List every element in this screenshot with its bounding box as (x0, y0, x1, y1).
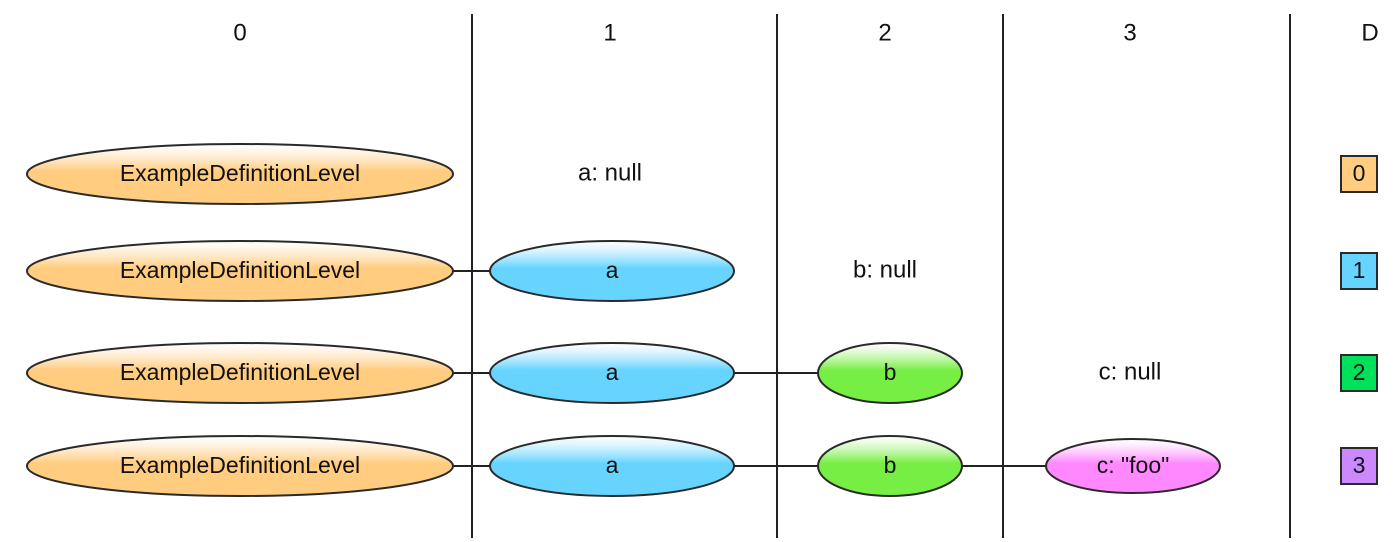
column-header-0: 0 (233, 19, 246, 46)
root-node-row-1: ExampleDefinitionLevel (26, 240, 454, 302)
definition-level-boxes: 0 1 2 3 (1340, 155, 1378, 485)
definition-level-value: 1 (1353, 257, 1366, 283)
node-row-1-col-1: a (489, 240, 735, 302)
node-label: b (884, 452, 897, 478)
root-node-label: ExampleDefinitionLevel (120, 160, 360, 186)
root-node-shape (26, 240, 454, 302)
definition-level-box-shape (1340, 447, 1378, 485)
node-shape (817, 342, 963, 404)
connectors (451, 270, 1048, 467)
node-shape (489, 342, 735, 404)
node-label: a (606, 359, 619, 385)
node-label: c: "foo" (1097, 452, 1170, 478)
root-node-shape (26, 342, 454, 404)
column-header-2: 2 (878, 19, 891, 46)
node-row-2-col-2: b (817, 342, 963, 404)
node-row-3-col-3: c: "foo" (1045, 438, 1221, 494)
definition-level-box-shape (1340, 155, 1378, 193)
null-label-row-0: a: null (578, 159, 642, 186)
column-header-4: D (1361, 19, 1378, 46)
null-labels: a: null b: null c: null (578, 159, 1161, 385)
node-label: a (606, 257, 619, 283)
null-label-row-1: b: null (853, 256, 917, 283)
definition-level-box-2: 2 (1340, 354, 1378, 392)
node-row-3-col-1: a (489, 435, 735, 497)
definition-level-box-0: 0 (1340, 155, 1378, 193)
definition-level-value: 2 (1353, 359, 1366, 385)
node-row-3-col-2: b (817, 435, 963, 497)
root-node-label: ExampleDefinitionLevel (120, 452, 360, 478)
node-shape (817, 435, 963, 497)
root-node-label: ExampleDefinitionLevel (120, 257, 360, 283)
root-node-row-3: ExampleDefinitionLevel (26, 435, 454, 497)
root-node-row-0: ExampleDefinitionLevel (26, 143, 454, 205)
column-dividers (471, 14, 1291, 538)
definition-level-box-3: 3 (1340, 447, 1378, 485)
column-header-1: 1 (603, 19, 616, 46)
definition-level-value: 0 (1353, 160, 1366, 186)
node-shape (489, 435, 735, 497)
column-header-3: 3 (1123, 19, 1136, 46)
node-label: a (606, 452, 619, 478)
node-row-2-col-1: a (489, 342, 735, 404)
column-headers: 0 1 2 3 D (233, 19, 1378, 46)
definition-level-box-shape (1340, 252, 1378, 290)
root-node-shape (26, 435, 454, 497)
definition-level-box-shape (1340, 354, 1378, 392)
root-node-shape (26, 143, 454, 205)
node-label: b (884, 359, 897, 385)
root-node-row-2: ExampleDefinitionLevel (26, 342, 454, 404)
tree-nodes: ExampleDefinitionLevelExampleDefinitionL… (26, 143, 1221, 497)
definition-level-box-1: 1 (1340, 252, 1378, 290)
node-shape (489, 240, 735, 302)
root-node-label: ExampleDefinitionLevel (120, 359, 360, 385)
node-shape (1045, 438, 1221, 494)
definition-level-value: 3 (1353, 452, 1366, 478)
null-label-row-2: c: null (1099, 358, 1162, 385)
